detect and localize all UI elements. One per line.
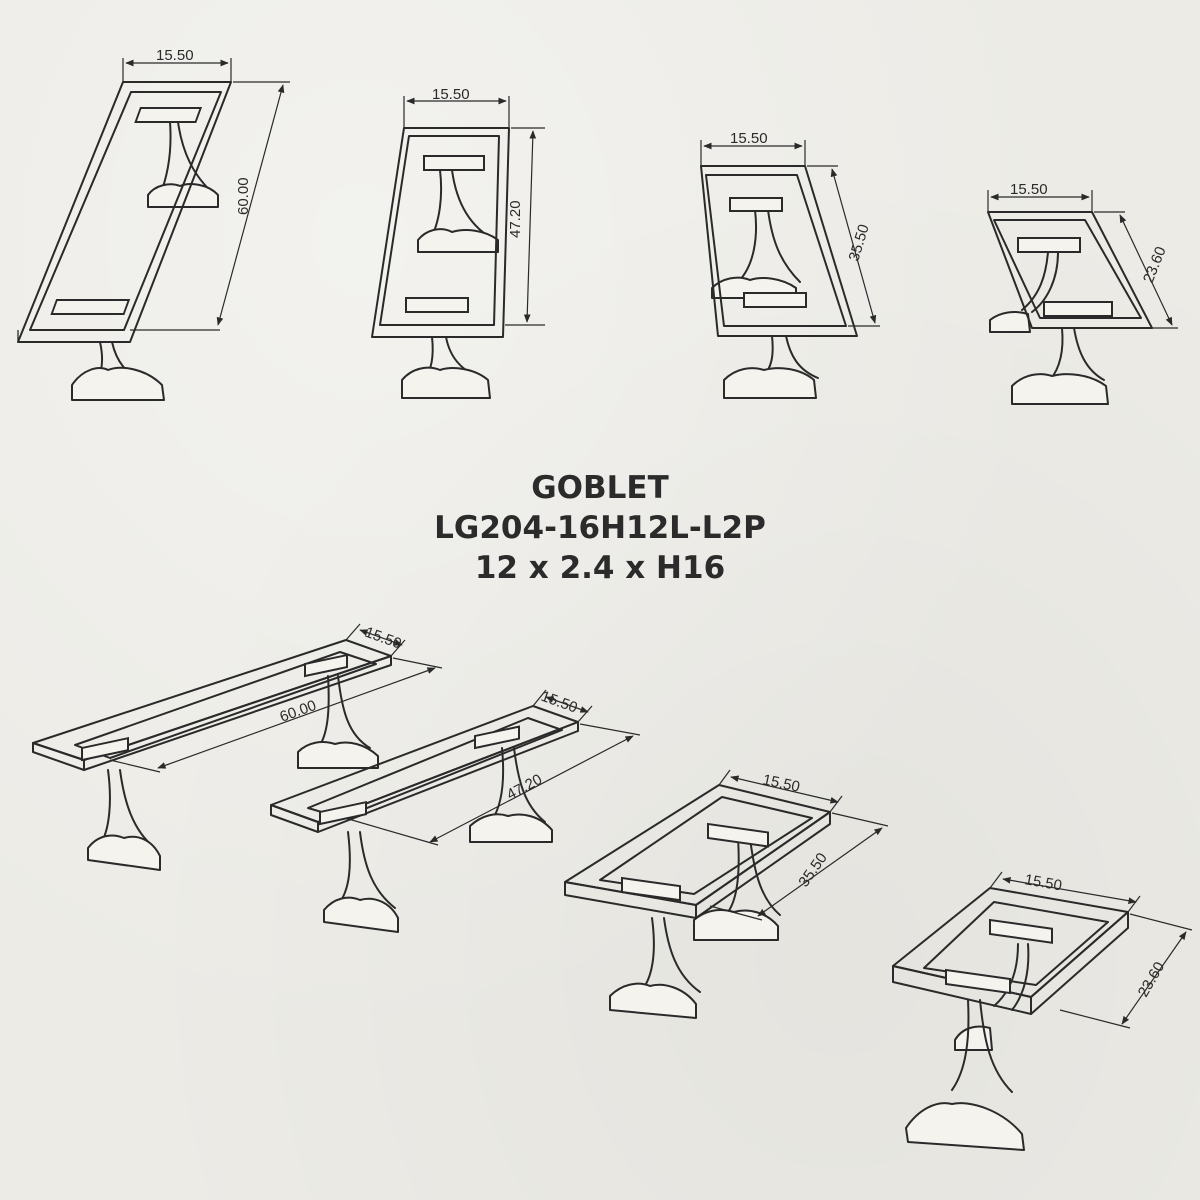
- bottom-frame-47: 15.50 47.20: [270, 688, 641, 933]
- bottom-frame-23: 15.50 23.60: [892, 871, 1193, 1151]
- top-frame-35: 15.50 35.50: [700, 130, 880, 399]
- title-block: GOBLET LG204-16H12L-L2P 12 x 2.4 x H16: [0, 468, 1200, 588]
- bottom-frame-35: 15.50 35.50: [564, 769, 889, 1019]
- dim-width-top-4: 15.50: [1010, 181, 1048, 198]
- dim-length-top-1: 60.00: [235, 177, 252, 215]
- product-name: GOBLET: [531, 470, 669, 506]
- top-frame-23: 15.50 23.60: [987, 181, 1178, 405]
- dim-length-bottom-3: 35.50: [795, 850, 830, 891]
- dim-width-bottom-3: 15.50: [761, 771, 801, 795]
- dim-length-top-3: 35.50: [846, 222, 873, 263]
- dim-length-top-4: 23.60: [1140, 244, 1170, 285]
- dim-width-bottom-2: 15.50: [539, 688, 580, 717]
- top-frame-60: 15.50 60.00: [17, 47, 290, 401]
- dim-width-top-3: 15.50: [730, 130, 768, 147]
- dim-width-top-2: 15.50: [432, 86, 470, 103]
- dim-length-bottom-2: 47.20: [504, 771, 545, 804]
- dim-width-top-1: 15.50: [156, 47, 194, 64]
- dim-length-top-2: 47.20: [507, 200, 524, 238]
- model-number: LG204-16H12L-L2P: [434, 510, 766, 546]
- dim-width-bottom-4: 15.50: [1023, 871, 1063, 894]
- dim-length-bottom-4: 23.60: [1135, 959, 1168, 1000]
- bottom-frame-60: 15.50 60.00: [32, 623, 443, 871]
- product-size: 12 x 2.4 x H16: [474, 550, 726, 586]
- top-frame-47: 15.50 47.20: [371, 86, 545, 399]
